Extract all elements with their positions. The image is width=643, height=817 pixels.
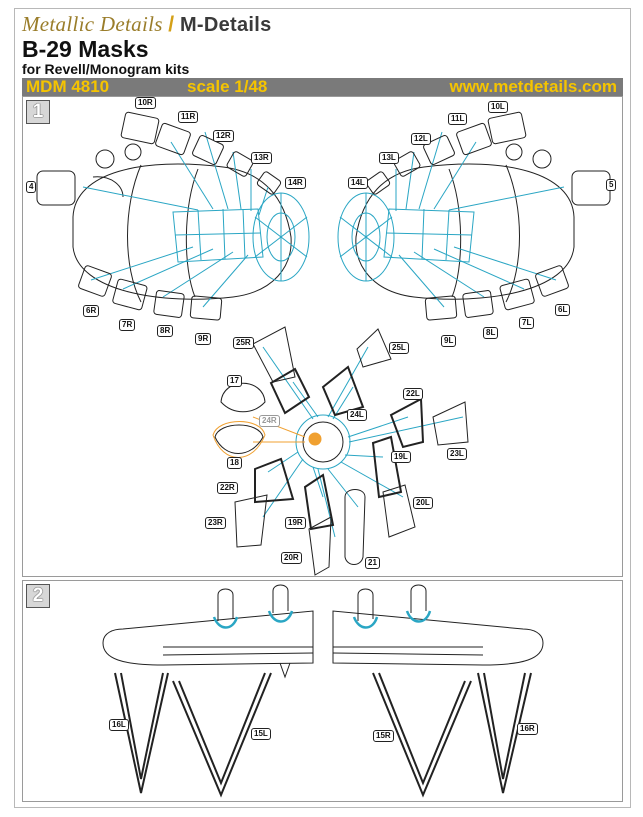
- label-19r: 19R: [285, 517, 306, 529]
- instruction-sheet: [14, 8, 631, 808]
- label-6l: 6L: [555, 304, 571, 316]
- step-1-panel: 1: [22, 96, 623, 577]
- label-5: 5: [606, 179, 617, 191]
- label-22l: 22L: [403, 388, 423, 400]
- step-2-number: 2: [26, 584, 50, 608]
- wing-diagram: [102, 584, 544, 798]
- label-19l: 19L: [391, 451, 411, 463]
- label-8l: 8L: [483, 327, 499, 339]
- brand-logo: Metallic Details / M-Details: [22, 12, 272, 37]
- label-8r: 8R: [157, 325, 174, 337]
- left-nacelle-masks: [212, 610, 294, 629]
- label-24r: 24R: [259, 415, 280, 427]
- label-7l: 7L: [519, 317, 535, 329]
- label-11r: 11R: [178, 111, 199, 123]
- label-13r: 13R: [251, 152, 272, 164]
- label-11l: 11L: [448, 113, 468, 125]
- label-4: 4: [26, 181, 37, 193]
- label-17: 17: [227, 375, 242, 387]
- left-wing: [102, 584, 314, 679]
- right-wing: [332, 584, 544, 666]
- label-24l: 24L: [347, 409, 367, 421]
- brand-name: M-Details: [179, 14, 272, 36]
- label-25l: 25L: [389, 342, 409, 354]
- product-code: MDM 4810: [26, 77, 110, 96]
- label-16r: 16R: [517, 723, 538, 735]
- label-6r: 6R: [83, 305, 100, 317]
- label-21: 21: [365, 557, 380, 569]
- label-10l: 10L: [488, 101, 508, 113]
- label-20l: 20L: [413, 497, 433, 509]
- center-masks: [212, 326, 469, 576]
- label-12l: 12L: [411, 133, 431, 145]
- page-title: B-29 Masks: [22, 36, 149, 62]
- label-7r: 7R: [119, 319, 136, 331]
- brand-separator: /: [168, 13, 175, 36]
- label-15r: 15R: [373, 730, 394, 742]
- label-13l: 13L: [379, 152, 399, 164]
- website-link[interactable]: www.metdetails.com: [449, 77, 617, 96]
- left-nose-glazing: [82, 131, 310, 308]
- label-23l: 23L: [447, 448, 467, 460]
- info-band: MDM 4810 scale 1/48 www.metdetails.com: [22, 78, 623, 96]
- label-20r: 20R: [281, 552, 302, 564]
- label-12r: 12R: [213, 130, 234, 142]
- label-9r: 9R: [195, 333, 212, 345]
- label-23r: 23R: [205, 517, 226, 529]
- kit-scale: scale 1/48: [187, 77, 268, 96]
- left-masks: [36, 111, 282, 321]
- nose-diagram: [36, 111, 611, 576]
- brand-script: Metallic Details: [22, 12, 163, 36]
- label-10r: 10R: [135, 97, 156, 109]
- label-14r: 14R: [285, 177, 306, 189]
- step-1-number: 1: [26, 100, 50, 124]
- v-masks: [114, 672, 532, 798]
- label-15l: 15L: [251, 728, 271, 740]
- label-25r: 25R: [233, 337, 254, 349]
- label-18: 18: [227, 457, 242, 469]
- page-subtitle: for Revell/Monogram kits: [22, 61, 190, 77]
- left-nose-fuselage: [72, 143, 292, 303]
- label-22r: 22R: [217, 482, 238, 494]
- right-nacelle-masks: [352, 610, 432, 629]
- label-9l: 9L: [441, 335, 457, 347]
- label-14l: 14L: [348, 177, 368, 189]
- step-2-panel: 2: [22, 580, 623, 802]
- label-16l: 16L: [109, 719, 129, 731]
